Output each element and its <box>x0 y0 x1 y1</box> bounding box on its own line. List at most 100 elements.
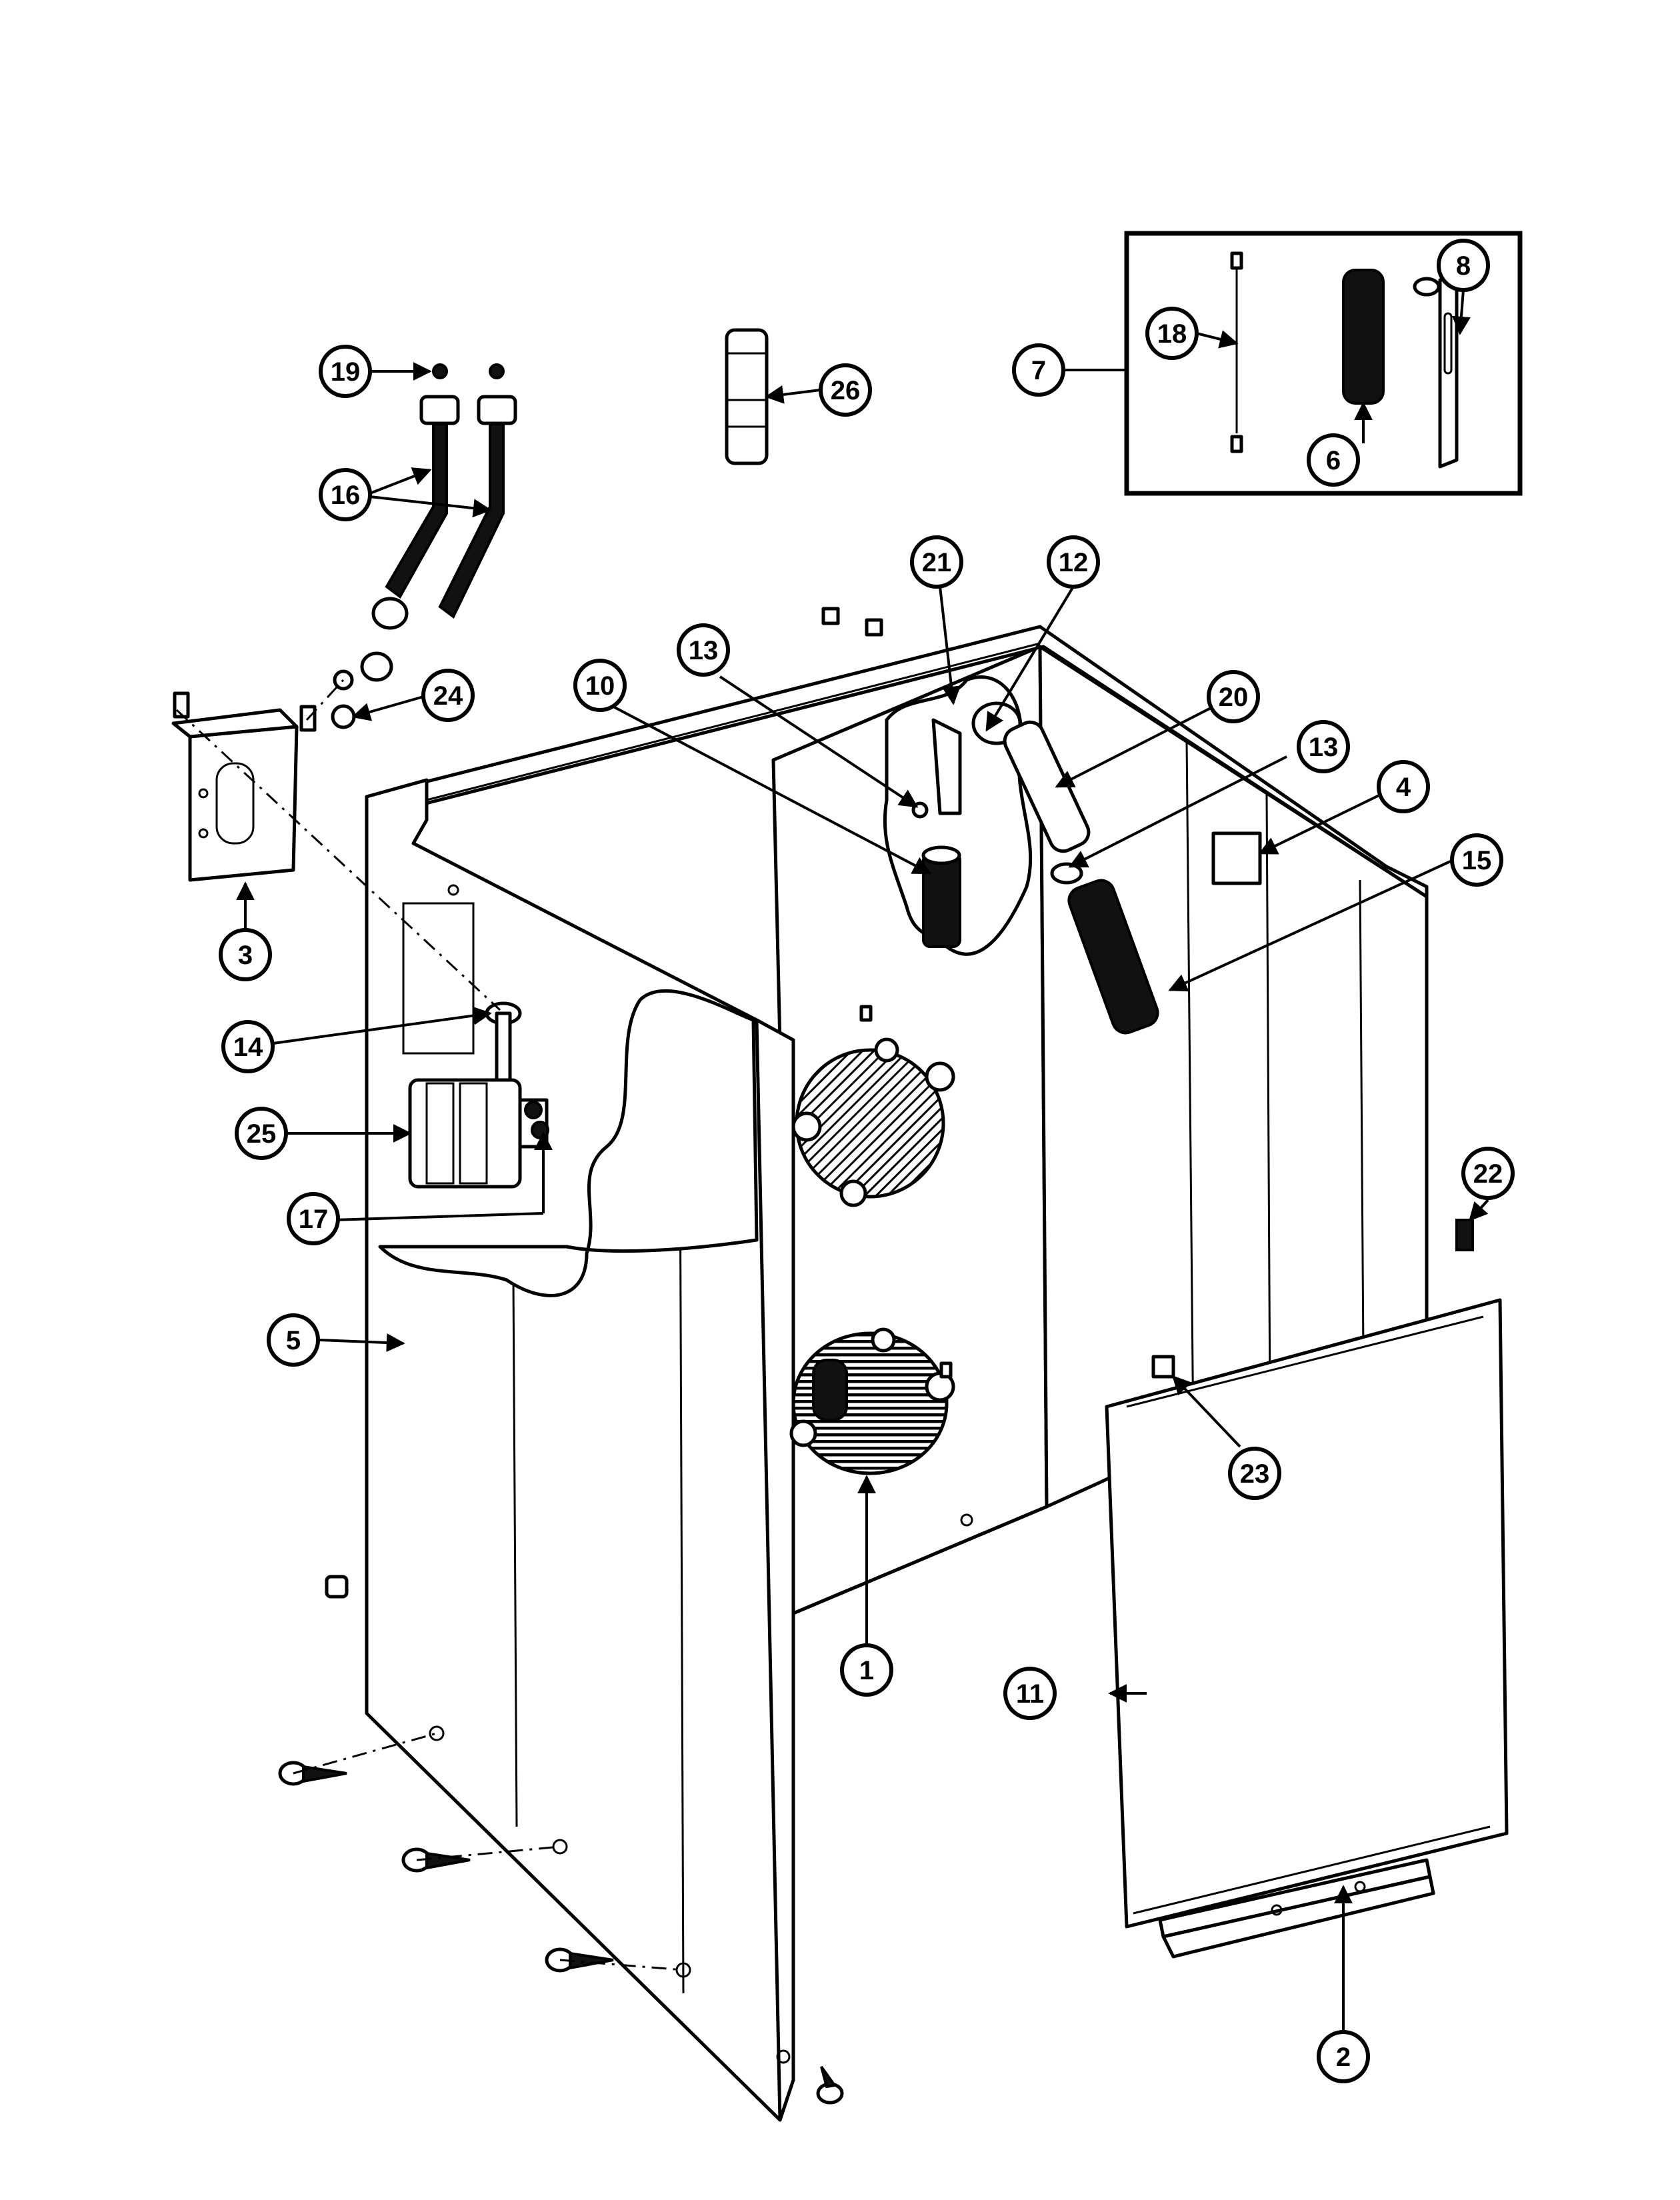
left-side-panel <box>365 778 789 2122</box>
leader-20 <box>1055 705 1214 788</box>
callout-1: 1 <box>840 1643 893 1697</box>
assembly-lines <box>175 679 684 1971</box>
callout-17: 17 <box>287 1192 340 1245</box>
valve-coil-right <box>459 1082 488 1185</box>
screw <box>401 1847 471 1873</box>
svg-text:4: 4 <box>1396 773 1411 802</box>
svg-text:20: 20 <box>1219 683 1249 712</box>
valve-coil-left <box>425 1082 455 1185</box>
callout-25: 25 <box>235 1107 288 1160</box>
panel-hole <box>675 1962 691 1978</box>
callout-10: 10 <box>573 659 627 712</box>
assembly-line <box>416 1845 561 1861</box>
callout-3: 3 <box>219 928 272 981</box>
front-panel-bottom-edge <box>1133 1825 1491 1915</box>
inset-box <box>1124 231 1523 496</box>
valve-connector <box>531 1121 549 1139</box>
front-panel-body <box>1105 1298 1509 1929</box>
plate-ear <box>874 1037 899 1063</box>
svg-text:13: 13 <box>689 636 719 665</box>
svg-text:22: 22 <box>1473 1159 1503 1189</box>
callout-22: 22 <box>1461 1147 1515 1200</box>
screw <box>821 607 840 625</box>
plate-ear <box>925 1061 955 1092</box>
panel-hole <box>447 884 459 896</box>
svg-text:19: 19 <box>331 357 361 387</box>
screw <box>325 1575 349 1599</box>
svg-text:3: 3 <box>238 941 253 970</box>
callout-20: 20 <box>1207 670 1260 723</box>
callout-13a: 13 <box>677 623 730 677</box>
callout-11: 11 <box>1003 1667 1057 1720</box>
callout-15: 15 <box>1450 833 1503 887</box>
bracket-top-flange <box>171 708 299 739</box>
bracket-hole <box>1354 1881 1366 1893</box>
bracket-tab <box>1413 277 1441 297</box>
callout-7: 7 <box>1012 343 1065 397</box>
screw <box>278 1761 347 1786</box>
svg-text:8: 8 <box>1456 251 1471 281</box>
assembly-line <box>305 679 345 721</box>
leader-13b <box>1068 755 1287 868</box>
svg-text:11: 11 <box>1016 1679 1044 1709</box>
hose-bracket <box>171 691 317 882</box>
leader-8 <box>1451 289 1471 335</box>
svg-text:1: 1 <box>859 1656 874 1685</box>
svg-text:5: 5 <box>286 1326 301 1355</box>
hose-15 <box>1067 879 1159 1035</box>
callout-18: 18 <box>1145 307 1199 360</box>
svg-text:16: 16 <box>331 481 361 510</box>
hatched-components <box>789 1005 955 1475</box>
callout-4: 4 <box>1377 760 1430 813</box>
top-rail-edge <box>426 642 1041 801</box>
callout-26: 26 <box>819 363 872 417</box>
valve-connector <box>524 1101 543 1119</box>
leader-10 <box>613 705 932 875</box>
plate-ear <box>789 1419 817 1447</box>
front-panel <box>1105 1298 1509 1959</box>
plate-ear <box>839 1179 867 1207</box>
bracket-slot <box>1443 312 1453 375</box>
valve-opening <box>402 902 475 1055</box>
hose-coupling <box>477 395 517 425</box>
washer-24 <box>331 704 356 729</box>
drain-filter-10 <box>922 852 961 948</box>
hose-washer <box>432 363 448 379</box>
svg-text:17: 17 <box>299 1205 329 1234</box>
drain-filter-top <box>921 845 961 865</box>
leader-22 <box>1469 1199 1489 1222</box>
left-panel-crease-2 <box>512 1279 518 1827</box>
valve-inlet-tube <box>495 1011 512 1082</box>
leader-lines <box>236 289 1489 2033</box>
hose-6 <box>1342 269 1385 405</box>
svg-text:12: 12 <box>1059 548 1089 577</box>
leader-14 <box>273 1006 492 1045</box>
leader-21 <box>939 586 961 705</box>
svg-text:13: 13 <box>1309 733 1339 762</box>
front-flange <box>755 1018 795 2122</box>
svg-text:14: 14 <box>233 1033 263 1062</box>
hose-washer <box>489 363 505 379</box>
leader-13a <box>719 675 919 808</box>
callout-23: 23 <box>1228 1447 1281 1500</box>
leader-4 <box>1258 789 1391 855</box>
right-panel-crease-3 <box>1359 879 1365 1354</box>
callout-16: 16 <box>319 468 372 521</box>
callout-21: 21 <box>910 535 963 589</box>
svg-text:26: 26 <box>831 376 861 405</box>
screw-small <box>939 1361 953 1379</box>
panel-hole <box>429 1725 445 1741</box>
plate-dark-hub <box>812 1359 848 1421</box>
o-ring-13b <box>1050 862 1083 885</box>
assembly-line <box>175 709 501 1011</box>
screw-small <box>859 1005 873 1022</box>
callout-6: 6 <box>1307 433 1360 487</box>
fill-hose-right <box>438 412 505 619</box>
wire-terminal <box>1230 435 1243 453</box>
drain-components <box>725 328 1474 1379</box>
bottom-bracket-lip <box>1161 1875 1435 1959</box>
bracket-hole <box>1271 1904 1283 1916</box>
hose-coupling-lower <box>360 651 393 682</box>
hose-coupling <box>419 395 460 425</box>
